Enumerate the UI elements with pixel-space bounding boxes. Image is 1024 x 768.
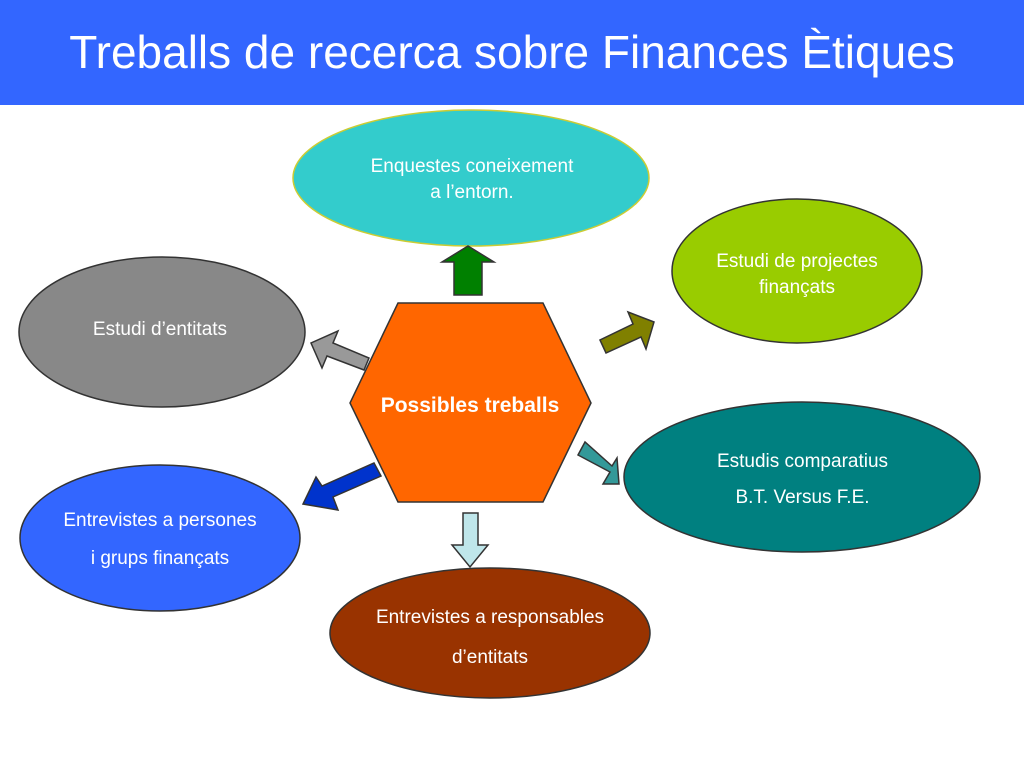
title-bar: Treballs de recerca sobre Finances Ètiqu… [0, 0, 1024, 105]
node-top-label: Enquestes coneixement a l’entorn. [300, 145, 644, 215]
node-top-line2: a l’entorn. [430, 182, 514, 203]
arrow-right-icon [599, 310, 655, 354]
node-bottom-line2: d’entitats [451, 647, 529, 668]
node-center-right-ellipse [623, 401, 981, 553]
node-center-right-label: Estudis comparatius B.T. Versus F.E. [630, 435, 975, 525]
center-label-text: Possibles treballs [380, 394, 560, 417]
node-bottom-ellipse [329, 567, 651, 699]
node-center-right-line1: Estudis comparatius [716, 451, 889, 472]
node-bottom-left-line1: Entrevistes a persones [63, 510, 257, 531]
slide-title: Treballs de recerca sobre Finances Ètiqu… [69, 26, 955, 78]
node-bottom-line1: Entrevistes a responsables [375, 607, 605, 628]
node-bottom-left-label: Entrevistes a persones i grups finançats [25, 500, 295, 580]
node-right-line2: finançats [758, 277, 836, 298]
center-label: Possibles treballs [355, 385, 585, 427]
node-bottom-label: Entrevistes a responsables d’entitats [330, 593, 650, 683]
node-center-right-line2: B.T. Versus F.E. [735, 487, 870, 508]
node-top-ellipse [292, 109, 650, 247]
node-right-label: Estudi de projectes finançats [672, 240, 922, 310]
node-bottom-left-line2: i grups finançats [90, 548, 230, 569]
arrow-up-icon [439, 245, 497, 296]
arrow-down-left-icon [301, 462, 383, 511]
node-top-line1: Enquestes coneixement [370, 156, 574, 177]
node-right-line1: Estudi de projectes [716, 251, 878, 272]
arrow-left-icon [310, 329, 370, 371]
node-left-ellipse [18, 256, 306, 408]
arrow-down-icon [450, 512, 490, 569]
node-right-ellipse [671, 198, 923, 344]
center-hexagon [349, 302, 592, 503]
arrow-down-right-icon [576, 440, 620, 485]
node-left-line1: Estudi d’entitats [92, 319, 228, 340]
node-left-label: Estudi d’entitats [25, 310, 295, 350]
node-bottom-left-ellipse [19, 464, 301, 612]
